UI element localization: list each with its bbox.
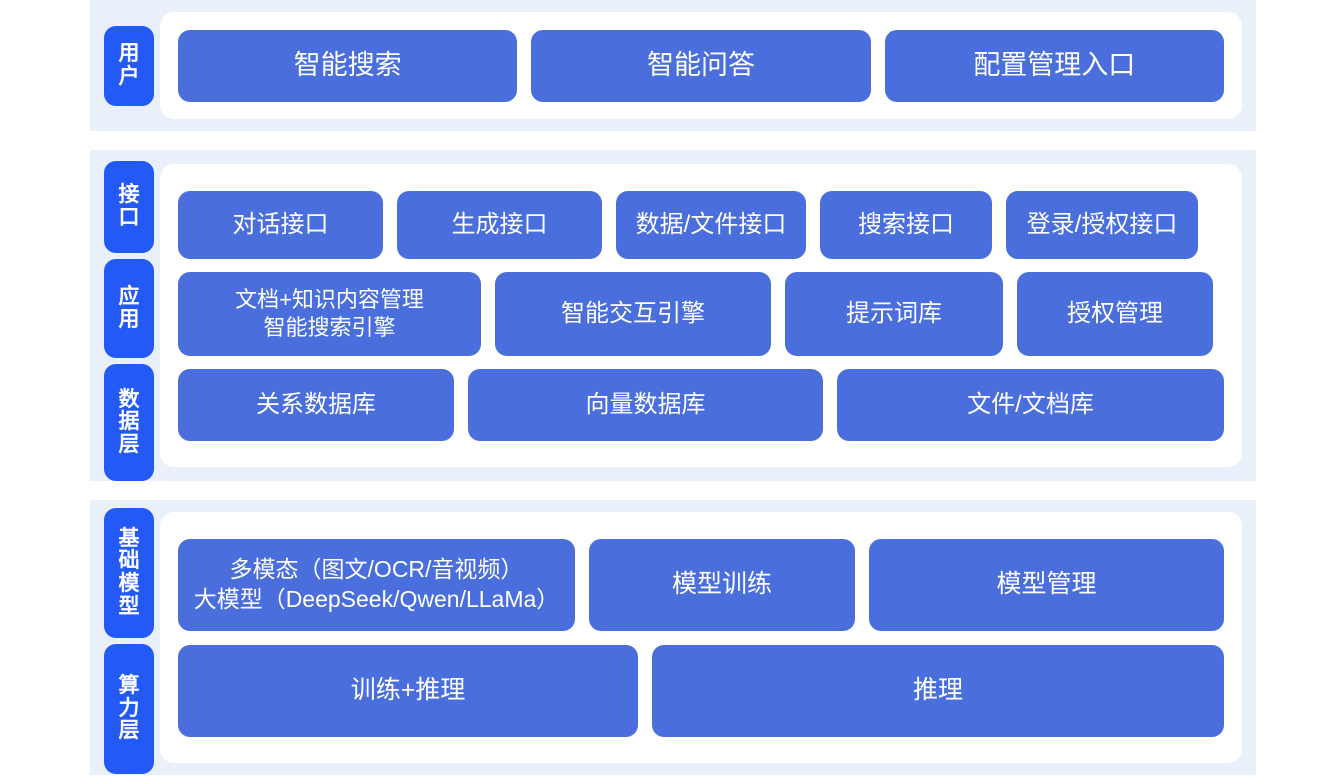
panel-application: 对话接口 生成接口 数据/文件接口 搜索接口 登录/授权接口 文档+知识内容管理…: [160, 164, 1242, 467]
box-training-and-inference[interactable]: 训练+推理: [178, 644, 638, 737]
box-config-management-entry[interactable]: 配置管理入口: [884, 29, 1224, 102]
row-data-stores: 关系数据库 向量数据库 文件/文档库: [178, 368, 1224, 441]
section-infrastructure: 基础模型 算力层 多模态（图文/OCR/音视频） 大模型（DeepSeek/Qw…: [90, 500, 1256, 775]
box-dialog-api[interactable]: 对话接口: [178, 190, 383, 259]
box-vector-database[interactable]: 向量数据库: [468, 368, 823, 441]
layer-tab-user[interactable]: 用户: [104, 25, 154, 106]
box-model-training[interactable]: 模型训练: [589, 538, 855, 631]
layer-tab-foundation-model[interactable]: 基础模型: [104, 508, 154, 638]
box-smart-interaction-engine[interactable]: 智能交互引擎: [495, 271, 771, 356]
row-user: 智能搜索 智能问答 配置管理入口: [178, 29, 1224, 102]
box-data-file-api[interactable]: 数据/文件接口: [616, 190, 806, 259]
layer-tab-data[interactable]: 数据层: [104, 364, 154, 481]
box-login-auth-api[interactable]: 登录/授权接口: [1006, 190, 1198, 259]
box-inference[interactable]: 推理: [652, 644, 1224, 737]
box-file-document-store[interactable]: 文件/文档库: [837, 368, 1224, 441]
tab-column-user: 用户: [90, 0, 154, 131]
row-foundation-model: 多模态（图文/OCR/音视频） 大模型（DeepSeek/Qwen/LLaMa）…: [178, 538, 1224, 631]
row-application-services: 文档+知识内容管理 智能搜索引擎 智能交互引擎 提示词库 授权管理: [178, 271, 1224, 356]
section-application: 接口 应用 数据层 对话接口 生成接口 数据/文件接口 搜索接口 登录/授权接口…: [90, 150, 1256, 481]
section-user: 用户 智能搜索 智能问答 配置管理入口: [90, 0, 1256, 131]
tab-column-application: 接口 应用 数据层: [90, 150, 154, 481]
box-relational-database[interactable]: 关系数据库: [178, 368, 454, 441]
box-generation-api[interactable]: 生成接口: [397, 190, 602, 259]
layer-tab-compute[interactable]: 算力层: [104, 644, 154, 774]
box-multimodal-large-model[interactable]: 多模态（图文/OCR/音视频） 大模型（DeepSeek/Qwen/LLaMa）: [178, 538, 575, 631]
layer-tab-api[interactable]: 接口: [104, 161, 154, 253]
box-smart-qa[interactable]: 智能问答: [531, 29, 871, 102]
row-compute: 训练+推理 推理: [178, 644, 1224, 737]
tab-column-infrastructure: 基础模型 算力层: [90, 500, 154, 775]
layer-tab-application[interactable]: 应用: [104, 258, 154, 359]
box-search-api[interactable]: 搜索接口: [820, 190, 992, 259]
box-model-management[interactable]: 模型管理: [869, 538, 1224, 631]
panel-user: 智能搜索 智能问答 配置管理入口: [160, 12, 1242, 119]
box-authorization-management[interactable]: 授权管理: [1017, 271, 1213, 356]
box-prompt-library[interactable]: 提示词库: [785, 271, 1003, 356]
box-document-knowledge-management[interactable]: 文档+知识内容管理 智能搜索引擎: [178, 271, 481, 356]
row-api: 对话接口 生成接口 数据/文件接口 搜索接口 登录/授权接口: [178, 190, 1224, 259]
box-smart-search[interactable]: 智能搜索: [178, 29, 518, 102]
panel-infrastructure: 多模态（图文/OCR/音视频） 大模型（DeepSeek/Qwen/LLaMa）…: [160, 512, 1242, 763]
